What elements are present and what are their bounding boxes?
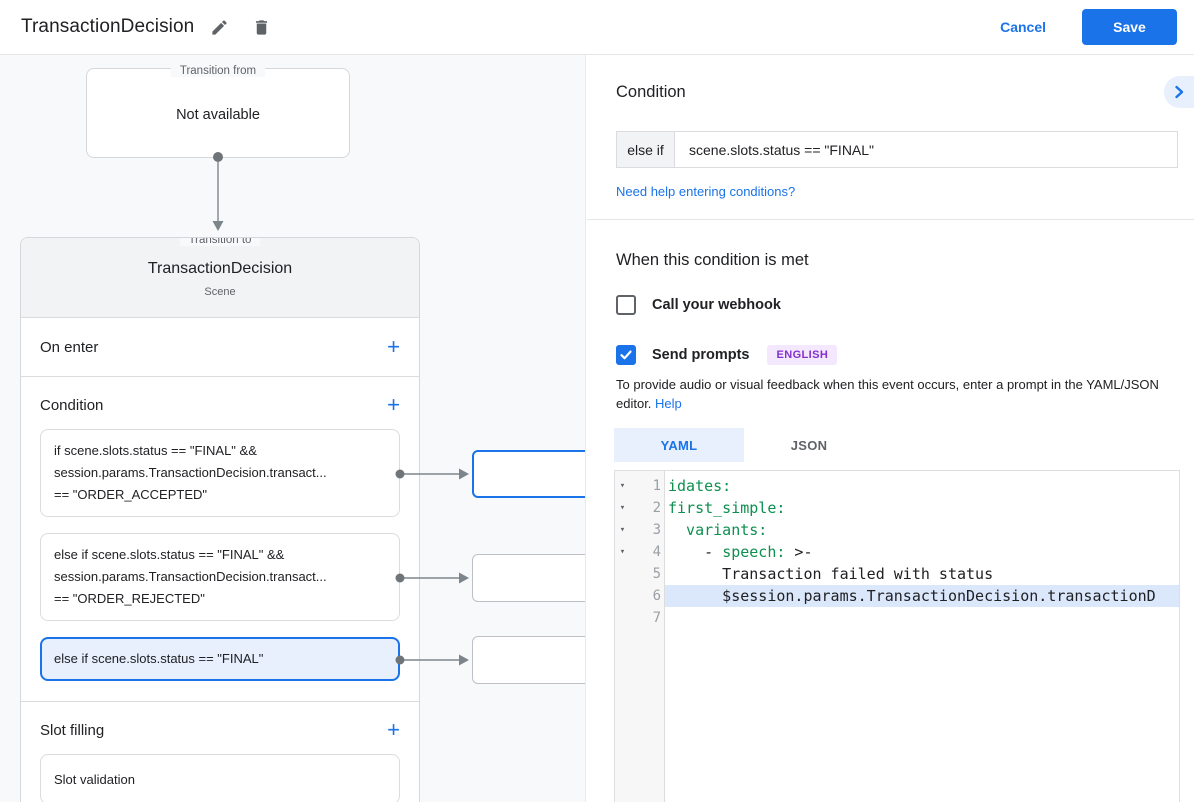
slot-validation-label: Slot validation (54, 771, 135, 787)
line-number: 3 (652, 522, 661, 538)
scene-header: TransactionDecision Scene (21, 238, 419, 318)
language-badge[interactable]: ENGLISH (767, 345, 838, 365)
condition-card-order-accepted[interactable]: if scene.slots.status == "FINAL" && sess… (40, 429, 400, 517)
webhook-label: Call your webhook (652, 297, 781, 313)
condition-expression-row: else if (616, 131, 1178, 168)
chevron-right-icon (1175, 85, 1184, 99)
editor-gutter: ▾ 1 ▾ 2 ▾ 3 ▾ 4 5 6 7 (615, 471, 665, 802)
condition-text: == "ORDER_ACCEPTED" (54, 487, 207, 502)
yaml-code-editor[interactable]: ▾ 1 ▾ 2 ▾ 3 ▾ 4 5 6 7 idates: first_simple: … (614, 470, 1180, 802)
add-slot-button[interactable]: + (387, 717, 400, 742)
condition-section-label: Condition (40, 396, 104, 414)
send-prompts-row: Send prompts ENGLISH (616, 345, 838, 365)
code-line: idates: (668, 477, 732, 495)
tab-yaml[interactable]: YAML (614, 428, 744, 462)
code-line: variants: (668, 521, 768, 539)
page-title: TransactionDecision (21, 16, 195, 37)
code-line (665, 607, 1179, 629)
trash-icon (255, 19, 267, 35)
add-on-enter-button[interactable]: + (387, 334, 400, 359)
slot-filling-label: Slot filling (40, 721, 105, 739)
on-enter-label: On enter (40, 338, 99, 356)
fold-arrow-icon[interactable]: ▾ (619, 503, 626, 513)
help-link[interactable]: Help (655, 396, 682, 411)
conditions-help-link[interactable]: Need help entering conditions? (616, 184, 796, 199)
cancel-button[interactable]: Cancel (1000, 19, 1046, 35)
editor-tabs: YAML JSON (614, 428, 874, 462)
editor-code-area[interactable]: idates: first_simple: variants: - speech… (665, 471, 1179, 802)
code-line: first_simple: (668, 499, 786, 517)
condition-text: else if scene.slots.status == "FINAL" (54, 651, 264, 666)
transition-target-box-3[interactable] (472, 636, 585, 684)
tab-json[interactable]: JSON (790, 437, 828, 453)
transition-from-value: Not available (176, 107, 260, 123)
line-number: 1 (652, 478, 661, 494)
save-button[interactable]: Save (1082, 9, 1177, 45)
webhook-row: Call your webhook (616, 295, 781, 315)
checkmark-icon (620, 350, 632, 360)
fold-arrow-icon[interactable]: ▾ (619, 481, 626, 491)
condition-text: == "ORDER_REJECTED" (54, 591, 205, 606)
line-number: 6 (652, 588, 661, 604)
transition-from-legend: Transition from (87, 61, 349, 79)
slot-filling-section: Slot filling + Slot validation (21, 702, 419, 802)
top-bar: TransactionDecision Cancel Save (0, 0, 1194, 55)
condition-heading: Condition (616, 83, 686, 101)
transition-target-box-2[interactable] (472, 554, 585, 602)
webhook-checkbox[interactable] (616, 295, 636, 315)
code-line: Transaction failed with status (668, 565, 994, 583)
condition-text: session.params.TransactionDecision.trans… (54, 569, 327, 584)
condition-text: if scene.slots.status == "FINAL" && (54, 443, 257, 458)
transition-to-legend: Transition to (21, 238, 419, 248)
line-number: 2 (652, 500, 661, 516)
condition-text: else if scene.slots.status == "FINAL" && (54, 547, 285, 562)
line-number: 4 (652, 544, 661, 560)
edit-scene-button[interactable] (202, 10, 236, 44)
condition-card-order-rejected[interactable]: else if scene.slots.status == "FINAL" &&… (40, 533, 400, 621)
prompt-description-text: To provide audio or visual feedback when… (616, 377, 1159, 411)
on-enter-row[interactable]: On enter + (21, 318, 419, 377)
delete-scene-button[interactable] (244, 10, 278, 44)
send-prompts-label: Send prompts (652, 347, 750, 363)
pencil-icon (212, 19, 227, 35)
condition-detail-panel: Condition else if Need help entering con… (587, 55, 1194, 802)
scene-diagram-canvas: Transition from Not available Transition… (0, 55, 586, 802)
collapse-panel-button[interactable] (1164, 76, 1194, 108)
condition-text: session.params.TransactionDecision.trans… (54, 465, 327, 480)
code-line-highlighted: $session.params.TransactionDecision.tran… (665, 585, 1179, 607)
scene-subtitle: Scene (204, 286, 236, 298)
add-condition-button[interactable]: + (387, 392, 400, 417)
line-number: 5 (652, 566, 661, 582)
transition-from-box[interactable]: Transition from Not available (86, 65, 350, 158)
condition-prefix-label: else if (617, 132, 675, 167)
when-condition-heading: When this condition is met (616, 251, 809, 269)
condition-input[interactable] (675, 132, 1177, 167)
transition-target-box-1[interactable] (472, 450, 585, 498)
send-prompts-checkbox[interactable] (616, 345, 636, 365)
fold-arrow-icon[interactable]: ▾ (619, 547, 626, 557)
scene-title: TransactionDecision (147, 260, 293, 277)
fold-arrow-icon[interactable]: ▾ (619, 525, 626, 535)
transition-to-box: Transition to TransactionDecision Scene … (20, 237, 420, 802)
line-number: 7 (652, 610, 661, 626)
code-line: - speech: >- (668, 543, 813, 561)
condition-card-final-selected[interactable]: else if scene.slots.status == "FINAL" (40, 637, 400, 681)
condition-section: Condition + if scene.slots.status == "FI… (21, 377, 419, 702)
slot-validation-card[interactable]: Slot validation (40, 754, 400, 802)
panel-divider (587, 219, 1194, 220)
prompt-description: To provide audio or visual feedback when… (616, 375, 1176, 413)
